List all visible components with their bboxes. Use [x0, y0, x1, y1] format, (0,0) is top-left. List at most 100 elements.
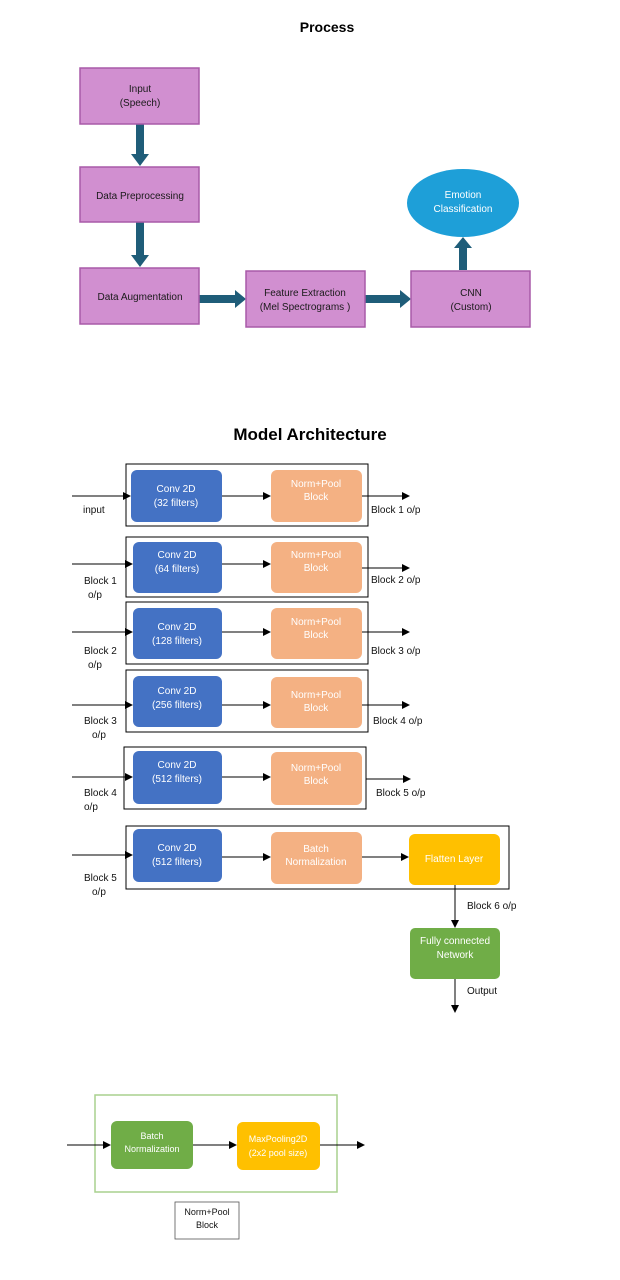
fully-connected-label: Fully connected	[420, 936, 490, 947]
conv-filters: (128 filters)	[152, 636, 202, 647]
block-output-label: Block 3 o/p	[371, 646, 421, 657]
batch-normalization-sublabel: Normalization	[285, 857, 346, 868]
block-input-label: Block 2	[84, 646, 117, 657]
norm-pool-sublabel: Block	[304, 776, 329, 787]
model-title: Model Architecture	[233, 425, 386, 444]
conv-label: Conv 2D	[157, 484, 196, 495]
arrow-feature-to-cnn	[365, 290, 411, 308]
legend-maxpool-sublabel: (2x2 pool size)	[249, 1148, 308, 1158]
norm-pool-node	[271, 677, 362, 728]
process-input-sublabel: (Speech)	[120, 98, 161, 109]
process-emotion-ellipse: Emotion Classification	[407, 169, 519, 237]
legend-caption-box	[174, 1201, 240, 1240]
conv-label: Conv 2D	[158, 550, 197, 561]
legend-maxpool-label: MaxPooling2D	[249, 1134, 308, 1144]
conv-label: Conv 2D	[158, 843, 197, 854]
legend-batch-label: Batch	[140, 1131, 163, 1141]
model-block-5: Conv 2D (512 filters) Norm+Pool Block Bl…	[72, 746, 426, 813]
model-block-3: Conv 2D (128 filters) Norm+Pool Block Bl…	[72, 601, 421, 671]
process-augmentation-label: Data Augmentation	[97, 292, 182, 303]
norm-pool-node	[271, 608, 362, 659]
conv-label: Conv 2D	[158, 760, 197, 771]
process-emotion-sublabel: Classification	[434, 204, 493, 215]
conv-filters: (32 filters)	[154, 498, 198, 509]
process-augmentation-box: Data Augmentation	[79, 267, 200, 325]
norm-pool-node	[271, 752, 362, 805]
conv-node	[133, 829, 222, 882]
arrow-preprocessing-to-augmentation	[131, 222, 149, 267]
norm-pool-sublabel: Block	[304, 630, 329, 641]
arrow-augmentation-to-feature	[199, 290, 246, 308]
batch-normalization-node	[271, 832, 362, 884]
final-output-label: Output	[467, 986, 497, 997]
model-block-2: Conv 2D (64 filters) Norm+Pool Block Blo…	[72, 536, 421, 601]
norm-pool-node	[271, 542, 362, 593]
block-input-sublabel: o/p	[84, 802, 98, 813]
legend-frame	[94, 1094, 338, 1193]
block-input-sublabel: o/p	[92, 887, 106, 898]
process-input-label: Input	[129, 84, 151, 95]
process-title: Process	[300, 19, 355, 35]
block-output-label: Block 1 o/p	[371, 505, 421, 516]
fully-connected-node	[410, 928, 500, 979]
conv-node	[133, 608, 222, 659]
flatten-layer-label: Flatten Layer	[425, 854, 484, 865]
conv-node	[133, 676, 222, 727]
process-feature-box: Feature Extraction (Mel Spectrograms )	[245, 270, 366, 328]
process-preprocessing-label: Data Preprocessing	[96, 191, 184, 202]
model-block-6: Conv 2D (512 filters) Batch Normalizatio…	[72, 825, 510, 898]
norm-pool-label: Norm+Pool	[291, 763, 341, 774]
model-block-4: Conv 2D (256 filters) Norm+Pool Block Bl…	[72, 669, 423, 741]
block-output-label: Block 4 o/p	[373, 716, 423, 727]
process-input-box: Input (Speech)	[79, 67, 200, 125]
block6-output-label: Block 6 o/p	[467, 901, 517, 912]
conv-label: Conv 2D	[158, 686, 197, 697]
conv-node	[131, 470, 222, 522]
block-input-label: Block 4	[84, 788, 117, 799]
block-input-label: Block 3	[84, 716, 117, 727]
conv-node	[133, 751, 222, 804]
norm-pool-label: Norm+Pool	[291, 617, 341, 628]
legend-caption-label: Norm+Pool	[184, 1207, 229, 1217]
norm-pool-label: Norm+Pool	[291, 550, 341, 561]
block-input-label: Block 5	[84, 873, 117, 884]
norm-pool-sublabel: Block	[304, 703, 329, 714]
model-head: Block 6 o/p Fully connected Network Outp…	[410, 885, 517, 1013]
process-cnn-label: CNN	[460, 288, 482, 299]
norm-pool-label: Norm+Pool	[291, 690, 341, 701]
block-input-sublabel: o/p	[88, 660, 102, 671]
process-feature-sublabel: (Mel Spectrograms )	[260, 302, 351, 313]
fully-connected-sublabel: Network	[437, 950, 475, 961]
legend-maxpool-node	[237, 1122, 320, 1170]
block-input-label: input	[83, 505, 105, 516]
norm-pool-node	[271, 470, 362, 522]
arrow-cnn-to-emotion	[454, 237, 472, 270]
norm-pool-sublabel: Block	[304, 492, 329, 503]
model-block-1: Conv 2D (32 filters) Norm+Pool Block inp…	[72, 463, 421, 527]
process-cnn-box: CNN (Custom)	[410, 270, 531, 328]
conv-filters: (512 filters)	[152, 774, 202, 785]
block-input-sublabel: o/p	[88, 590, 102, 601]
process-arrows	[131, 124, 472, 308]
arrow-input-to-preprocessing	[131, 124, 149, 166]
legend-batch-sublabel: Normalization	[124, 1144, 179, 1154]
block-output-label: Block 5 o/p	[376, 788, 426, 799]
conv-node	[133, 542, 222, 593]
norm-pool-legend: Batch Normalization MaxPooling2D (2x2 po…	[67, 1094, 365, 1240]
process-cnn-sublabel: (Custom)	[450, 302, 491, 313]
block-input-label: Block 1	[84, 576, 117, 587]
process-feature-label: Feature Extraction	[264, 288, 346, 299]
conv-filters: (256 filters)	[152, 700, 202, 711]
batch-normalization-label: Batch	[303, 844, 329, 855]
norm-pool-sublabel: Block	[304, 563, 329, 574]
process-preprocessing-box: Data Preprocessing	[79, 166, 200, 223]
legend-caption-sublabel: Block	[196, 1220, 219, 1230]
legend-batch-node	[111, 1121, 193, 1169]
process-emotion-label: Emotion	[445, 190, 482, 201]
flatten-layer-node	[409, 834, 500, 885]
block-input-sublabel: o/p	[92, 730, 106, 741]
conv-label: Conv 2D	[158, 622, 197, 633]
conv-filters: (64 filters)	[155, 564, 199, 575]
norm-pool-label: Norm+Pool	[291, 479, 341, 490]
conv-filters: (512 filters)	[152, 857, 202, 868]
